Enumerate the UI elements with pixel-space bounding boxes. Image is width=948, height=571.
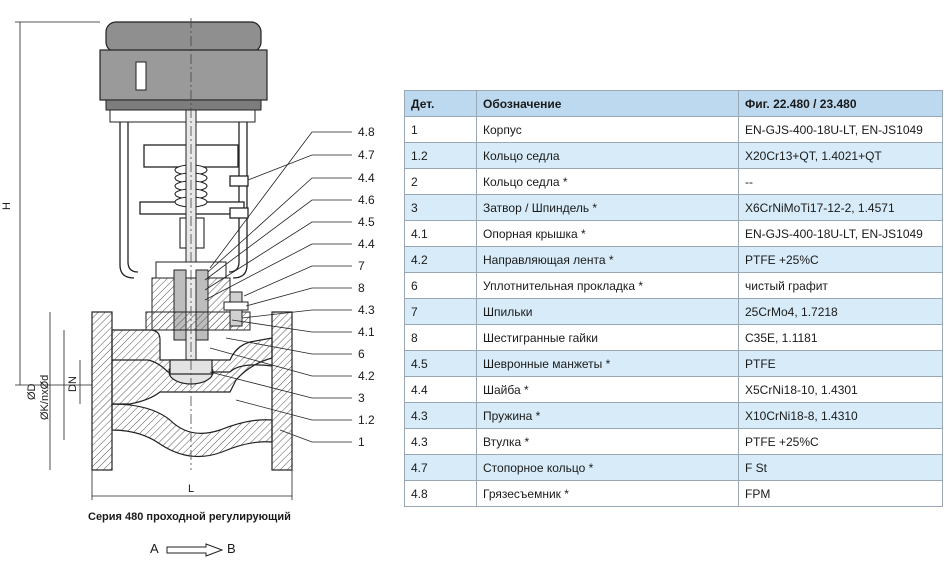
cell-material: X5CrNi18-10, 1.4301 bbox=[738, 376, 943, 403]
callout-label: 8 bbox=[358, 281, 365, 295]
valve-drawing: H L ØD ØK/nxØd DN 4.8 4.7 4.4 4.6 4.5 4.… bbox=[1, 18, 375, 500]
cell-material: C35E, 1.1181 bbox=[738, 324, 943, 351]
column-header-name: Обозначение bbox=[476, 90, 739, 117]
cell-name: Шевронные манжеты * bbox=[476, 350, 739, 377]
cell-part: 4.3 bbox=[404, 402, 477, 429]
cell-part: 2 bbox=[404, 168, 477, 195]
cell-material: X10CrNi18-8, 1.4310 bbox=[738, 402, 943, 429]
callout-label: 3 bbox=[358, 391, 365, 405]
cell-name: Шестигранные гайки bbox=[476, 324, 739, 351]
cell-material: чистый графит bbox=[738, 272, 943, 299]
flow-arrow-icon bbox=[166, 543, 224, 557]
callout-label: 4.4 bbox=[358, 171, 375, 185]
cell-name: Стопорное кольцо * bbox=[476, 454, 739, 481]
cell-material: 25CrMo4, 1.7218 bbox=[738, 298, 943, 325]
callout-label: 4.2 bbox=[358, 369, 375, 383]
dimension-lines bbox=[15, 21, 293, 500]
cell-part: 4.2 bbox=[404, 246, 477, 273]
cell-part: 4.3 bbox=[404, 428, 477, 455]
cell-name: Затвор / Шпиндель * bbox=[476, 194, 739, 221]
cell-name: Втулка * bbox=[476, 428, 739, 455]
dim-bolt-label: ØK/nxØd bbox=[39, 375, 51, 420]
flow-to-label: B bbox=[227, 541, 236, 556]
cell-material: PTFE +25%C bbox=[738, 428, 943, 455]
cell-name: Пружина * bbox=[476, 402, 739, 429]
cell-name: Кольцо седла bbox=[476, 142, 739, 169]
cell-material: EN-GJS-400-18U-LT, EN-JS1049 bbox=[738, 220, 943, 247]
drawing-caption: Серия 480 проходной регулирующий bbox=[88, 511, 291, 523]
flow-from-label: A bbox=[150, 541, 159, 556]
callout-label: 1.2 bbox=[358, 413, 375, 427]
cell-material: -- bbox=[738, 168, 943, 195]
cell-name: Кольцо седла * bbox=[476, 168, 739, 195]
callout-label: 4.7 bbox=[358, 148, 375, 162]
cell-part: 4.1 bbox=[404, 220, 477, 247]
cell-part: 3 bbox=[404, 194, 477, 221]
cell-material: EN-GJS-400-18U-LT, EN-JS1049 bbox=[738, 116, 943, 143]
dim-h-label: H bbox=[1, 202, 13, 210]
cell-material: PTFE bbox=[738, 350, 943, 377]
bonnet bbox=[145, 261, 251, 341]
cell-material: X6CrNiMoTi17-12-2, 1.4571 bbox=[738, 194, 943, 221]
cell-part: 1 bbox=[404, 116, 477, 143]
cell-part: 4.8 bbox=[404, 480, 477, 507]
valve-body bbox=[91, 311, 293, 471]
callout-label: 4.5 bbox=[358, 215, 375, 229]
cell-material: FPM bbox=[738, 480, 943, 507]
cell-material: F St bbox=[738, 454, 943, 481]
cell-name: Корпус bbox=[476, 116, 739, 143]
dim-od-label: ØD bbox=[26, 383, 38, 400]
callout-label: 7 bbox=[358, 259, 365, 273]
cell-material: PTFE +25%C bbox=[738, 246, 943, 273]
column-header-part: Дет. bbox=[404, 90, 477, 117]
callout-label: 4.4 bbox=[358, 237, 375, 251]
dim-l-label: L bbox=[188, 483, 194, 495]
callout-label: 1 bbox=[358, 435, 365, 449]
callout-label: 6 bbox=[358, 347, 365, 361]
cell-part: 4.7 bbox=[404, 454, 477, 481]
table-header-row: Дет. Обозначение Фиг. 22.480 / 23.480 bbox=[404, 90, 943, 117]
column-header-material: Фиг. 22.480 / 23.480 bbox=[738, 90, 943, 117]
cell-name: Опорная крышка * bbox=[476, 220, 739, 247]
cell-part: 4.4 bbox=[404, 376, 477, 403]
cell-material: X20Cr13+QT, 1.4021+QT bbox=[738, 142, 943, 169]
callout-label: 4.3 bbox=[358, 303, 375, 317]
dim-dn-label: DN bbox=[67, 376, 79, 392]
cell-part: 6 bbox=[404, 272, 477, 299]
callout-label: 4.6 bbox=[358, 193, 375, 207]
callout-labels: 4.8 4.7 4.4 4.6 4.5 4.4 7 8 4.3 4.1 6 4.… bbox=[358, 125, 375, 449]
cell-name: Направляющая лента * bbox=[476, 246, 739, 273]
cell-name: Грязесъемник * bbox=[476, 480, 739, 507]
actuator bbox=[99, 21, 268, 123]
cell-name: Шпильки bbox=[476, 298, 739, 325]
callout-label: 4.1 bbox=[358, 325, 375, 339]
flow-direction: A B bbox=[150, 540, 250, 560]
callout-label: 4.8 bbox=[358, 125, 375, 139]
cell-name: Уплотнительная прокладка * bbox=[476, 272, 739, 299]
callout-leaders bbox=[204, 131, 352, 443]
cell-part: 7 bbox=[404, 298, 477, 325]
cell-name: Шайба * bbox=[476, 376, 739, 403]
cell-part: 1.2 bbox=[404, 142, 477, 169]
cell-part: 8 bbox=[404, 324, 477, 351]
cell-part: 4.5 bbox=[404, 350, 477, 377]
